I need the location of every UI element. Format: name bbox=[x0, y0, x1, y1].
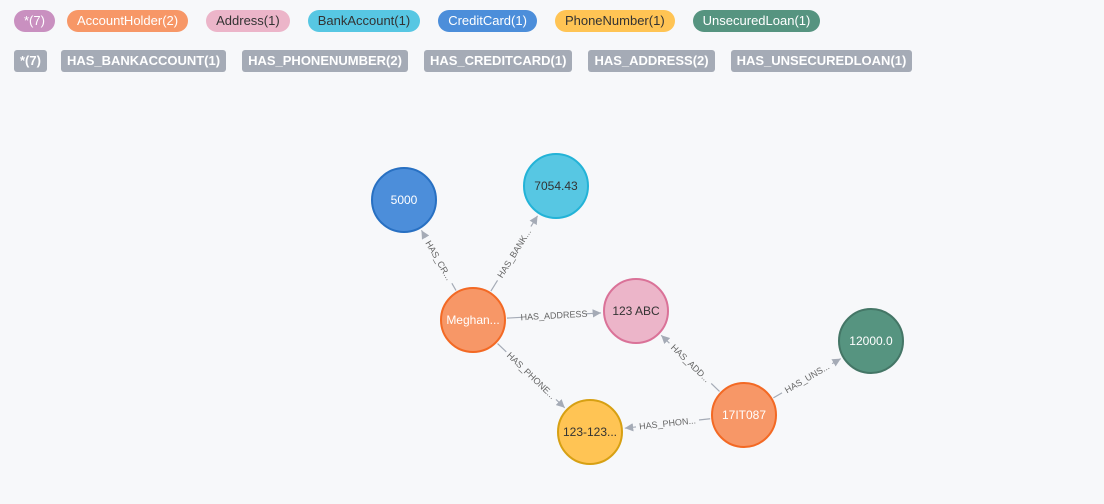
node-caption: 123 ABC bbox=[612, 304, 660, 318]
graph-node-addr[interactable]: 123 ABC bbox=[603, 278, 669, 344]
rel-type-has-phonenumber-tag[interactable]: HAS_PHONENUMBER(2) bbox=[242, 50, 408, 72]
edge-label: HAS_CR... bbox=[423, 239, 454, 282]
graph-node-phone[interactable]: 123-123... bbox=[557, 399, 623, 465]
node-circle[interactable] bbox=[603, 278, 669, 344]
node-circle[interactable] bbox=[371, 167, 437, 233]
edge-meg-ba[interactable]: HAS_BANK... bbox=[490, 215, 539, 292]
edge-label: HAS_ADD... bbox=[669, 342, 712, 384]
node-label-address-pill[interactable]: Address(1) bbox=[206, 10, 290, 32]
node-label-phonenumber-pill[interactable]: PhoneNumber(1) bbox=[554, 10, 675, 32]
node-label-filter-bar: *(7) AccountHolder(2) Address(1) BankAcc… bbox=[14, 10, 821, 32]
graph-node-loan[interactable]: 12000.0 bbox=[838, 308, 904, 374]
node-circle[interactable] bbox=[523, 153, 589, 219]
node-caption: 5000 bbox=[391, 193, 418, 207]
edge-label: HAS_ADDRESS bbox=[520, 309, 587, 323]
node-circle[interactable] bbox=[440, 287, 506, 353]
node-caption: 17IT087 bbox=[722, 408, 766, 422]
edge-label: HAS_PHONE... bbox=[505, 350, 557, 401]
node-label-bankaccount-pill[interactable]: BankAccount(1) bbox=[307, 10, 421, 32]
edge-acc2-loan[interactable]: HAS_UNS... bbox=[773, 358, 842, 399]
node-label-all-pill[interactable]: *(7) bbox=[14, 10, 55, 32]
edge-meg-phone[interactable]: HAS_PHONE... bbox=[497, 343, 566, 409]
graph-node-acc2[interactable]: 17IT087 bbox=[711, 382, 777, 448]
edge-meg-addr[interactable]: HAS_ADDRESS bbox=[506, 307, 602, 324]
edge-label: HAS_UNS... bbox=[783, 361, 831, 395]
node-label-creditcard-pill[interactable]: CreditCard(1) bbox=[438, 10, 537, 32]
node-caption: 123-123... bbox=[563, 425, 617, 439]
graph-node-cc[interactable]: 5000 bbox=[371, 167, 437, 233]
rel-type-has-creditcard-tag[interactable]: HAS_CREDITCARD(1) bbox=[423, 50, 573, 72]
node-label-accountholder-pill[interactable]: AccountHolder(2) bbox=[66, 10, 189, 32]
rel-type-has-bankaccount-tag[interactable]: HAS_BANKACCOUNT(1) bbox=[60, 50, 227, 72]
graph-node-ba[interactable]: 7054.43 bbox=[523, 153, 589, 219]
rel-type-has-unsecuredloan-tag[interactable]: HAS_UNSECUREDLOAN(1) bbox=[730, 50, 913, 72]
edge-acc2-phone[interactable]: HAS_PHON... bbox=[624, 414, 711, 433]
node-label-unsecuredloan-pill[interactable]: UnsecuredLoan(1) bbox=[692, 10, 821, 32]
node-circle[interactable] bbox=[711, 382, 777, 448]
node-circle[interactable] bbox=[557, 399, 623, 465]
rel-type-has-address-tag[interactable]: HAS_ADDRESS(2) bbox=[588, 50, 715, 72]
node-caption: Meghan... bbox=[446, 313, 499, 327]
rel-type-all-tag[interactable]: *(7) bbox=[14, 50, 47, 72]
edge-acc2-addr[interactable]: HAS_ADD... bbox=[660, 334, 720, 392]
node-circle[interactable] bbox=[838, 308, 904, 374]
relationship-type-filter-bar: *(7) HAS_BANKACCOUNT(1) HAS_PHONENUMBER(… bbox=[14, 50, 913, 72]
edge-meg-cc[interactable]: HAS_CR... bbox=[420, 230, 458, 291]
graph-node-meg[interactable]: Meghan... bbox=[440, 287, 506, 353]
edge-label: HAS_BANK... bbox=[495, 227, 533, 279]
node-caption: 12000.0 bbox=[849, 334, 893, 348]
node-caption: 7054.43 bbox=[534, 179, 578, 193]
